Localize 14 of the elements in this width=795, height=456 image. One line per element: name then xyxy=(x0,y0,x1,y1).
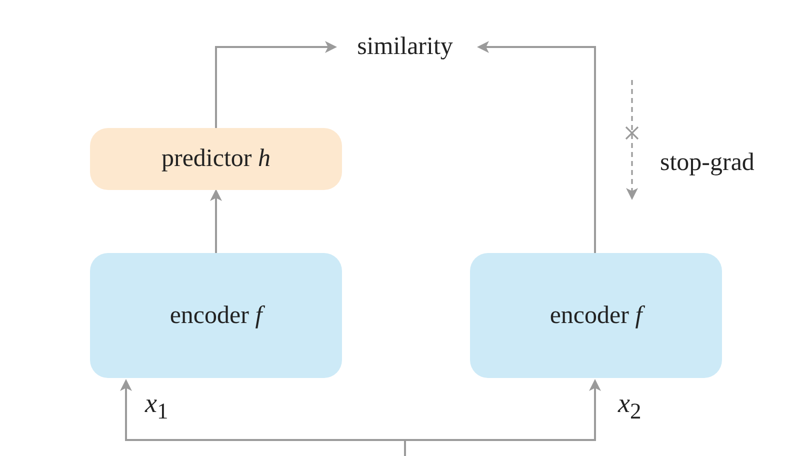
input-label: x$_{2}$ xyxy=(618,388,642,424)
predictor-label: predictor h xyxy=(162,145,270,173)
encoder-label: encoder f xyxy=(170,302,262,330)
encoder-box xyxy=(90,253,342,378)
input-label: x$_{1}$ xyxy=(145,388,168,424)
predictor-box xyxy=(90,128,342,190)
arrow xyxy=(210,189,222,253)
arrow xyxy=(404,379,601,456)
note-label: stop-grad xyxy=(660,149,754,177)
result-label: similarity xyxy=(335,27,475,67)
arrow xyxy=(215,41,337,128)
encoder-box xyxy=(470,253,722,378)
arrow xyxy=(477,41,596,253)
encoder-label: encoder f xyxy=(550,302,642,330)
